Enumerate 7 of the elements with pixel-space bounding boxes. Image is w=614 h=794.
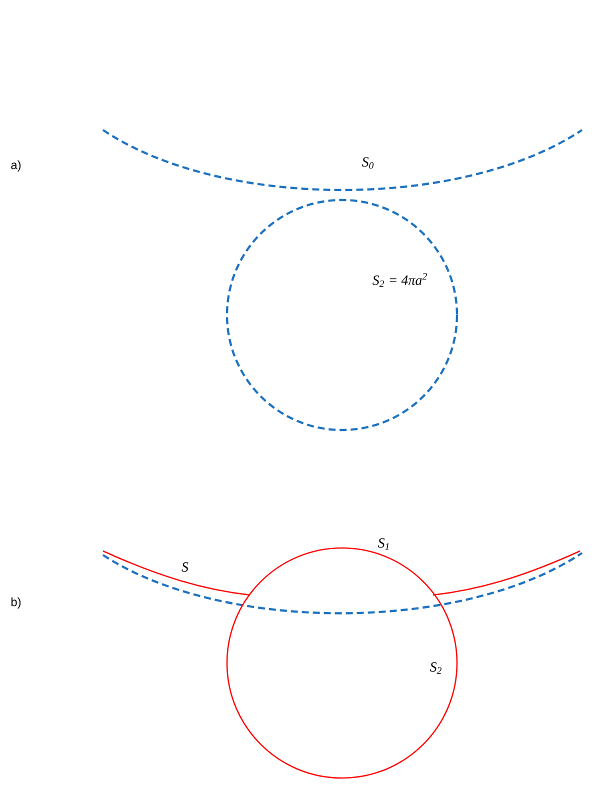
panel-label: b) — [11, 597, 21, 609]
symbol-label: S$_{2}$ — [430, 662, 442, 674]
symbol-label: S$_{2}$ = 4πa$^{2}$ — [372, 273, 427, 287]
symbol-label: S$_{0}$ — [362, 157, 374, 169]
symbol-label: S$_{1}$ — [378, 538, 389, 550]
symbol-label: S — [182, 562, 188, 572]
panel-label: a) — [11, 160, 21, 172]
